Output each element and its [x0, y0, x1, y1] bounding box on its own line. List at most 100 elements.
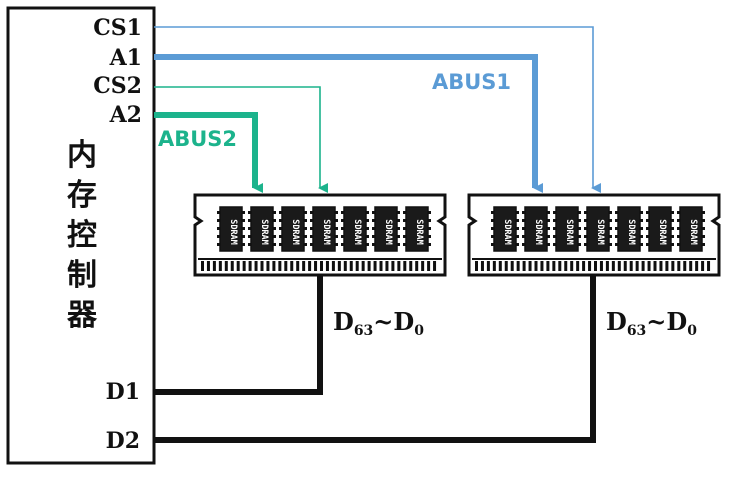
chip-pin: [578, 227, 581, 230]
chip-pin: [279, 227, 282, 230]
edge-pin: [617, 261, 621, 271]
edge-pin: [236, 261, 240, 271]
chip-pin: [677, 211, 680, 214]
edge-pin: [415, 261, 419, 271]
chip-pin: [646, 243, 649, 246]
controller-title-char-2: 存: [67, 178, 97, 213]
data-bus-prefix: D: [606, 307, 627, 336]
a2-bus-line: [154, 112, 263, 193]
edge-pin: [278, 261, 282, 271]
chip-pin: [677, 235, 680, 238]
edge-pin: [343, 261, 347, 271]
chip-pin: [578, 219, 581, 222]
chip-pin: [522, 219, 525, 222]
edge-pin: [558, 261, 562, 271]
sdram-chip-label: SDRAM: [290, 219, 300, 245]
sdram-chip-label: SDRAM: [352, 219, 362, 245]
controller-title-char-3: 控: [67, 218, 97, 253]
edge-pin: [582, 261, 586, 271]
data-bus-label-module-2: D63~D0: [606, 307, 697, 339]
chip-pin: [578, 211, 581, 214]
chip-pin: [428, 219, 431, 222]
chip-pin: [671, 243, 674, 246]
edge-pin: [218, 261, 222, 271]
edge-pin: [546, 261, 550, 271]
chip-pin: [372, 227, 375, 230]
edge-pin: [504, 261, 508, 271]
chip-pin: [279, 235, 282, 238]
chip-pin: [273, 219, 276, 222]
chip-pin: [615, 235, 618, 238]
edge-pin: [671, 261, 675, 271]
edge-pin: [689, 261, 693, 271]
d1-data-line: [154, 273, 323, 395]
chip-pin: [702, 219, 705, 222]
edge-pin: [373, 261, 377, 271]
data-bus-prefix: D: [333, 307, 354, 336]
edge-pin: [302, 261, 306, 271]
data-port-label-d1: D1: [106, 379, 140, 405]
sdram-chip-label: SDRAM: [383, 219, 393, 245]
chip-pin: [491, 219, 494, 222]
chip-pin: [217, 235, 220, 238]
chip-pin: [341, 219, 344, 222]
edge-pin: [653, 261, 657, 271]
edge-pin: [683, 261, 687, 271]
chip-pin: [702, 227, 705, 230]
a1-bus-line: [154, 54, 543, 193]
chip-pin: [304, 235, 307, 238]
edge-pin: [599, 261, 603, 271]
chip-pin: [335, 243, 338, 246]
chip-pin: [553, 227, 556, 230]
chip-pin: [671, 219, 674, 222]
edge-pin: [641, 261, 645, 271]
edge-pin: [349, 261, 353, 271]
edge-pin: [367, 261, 371, 271]
edge-pin: [212, 261, 216, 271]
chip-pin: [242, 219, 245, 222]
controller-title-char-5: 器: [66, 298, 98, 333]
chip-pin: [304, 211, 307, 214]
chip-pin: [584, 235, 587, 238]
chip-pin: [516, 227, 519, 230]
chip-pin: [248, 243, 251, 246]
chip-pin: [372, 235, 375, 238]
chip-pin: [397, 219, 400, 222]
chip-pin: [428, 227, 431, 230]
edge-pin: [242, 261, 246, 271]
edge-pin: [433, 261, 437, 271]
chip-pin: [403, 219, 406, 222]
edge-pin: [308, 261, 312, 271]
chip-pin: [640, 235, 643, 238]
chip-pin: [547, 211, 550, 214]
chip-pin: [273, 211, 276, 214]
chip-pin: [522, 243, 525, 246]
chip-pin: [640, 219, 643, 222]
chip-pin: [516, 243, 519, 246]
chip-pin: [671, 211, 674, 214]
sdram-chip-label: SDRAM: [228, 219, 238, 245]
chip-pin: [609, 243, 612, 246]
chip-pin: [677, 219, 680, 222]
edge-pin: [605, 261, 609, 271]
edge-pin: [272, 261, 276, 271]
chip-pin: [491, 235, 494, 238]
edge-pin: [355, 261, 359, 271]
chip-pin: [310, 235, 313, 238]
chip-pin: [242, 211, 245, 214]
chip-pin: [366, 235, 369, 238]
controller-title-char-4: 制: [67, 258, 97, 293]
edge-pin: [361, 261, 365, 271]
abus2-label: ABUS2: [158, 127, 237, 151]
abus1-label: ABUS1: [432, 70, 511, 94]
chip-pin: [584, 211, 587, 214]
chip-pin: [547, 235, 550, 238]
chip-pin: [671, 227, 674, 230]
chip-pin: [397, 211, 400, 214]
chip-pin: [310, 227, 313, 230]
chip-pin: [273, 243, 276, 246]
edge-pin: [498, 261, 502, 271]
edge-pin: [522, 261, 526, 271]
edge-pin: [421, 261, 425, 271]
